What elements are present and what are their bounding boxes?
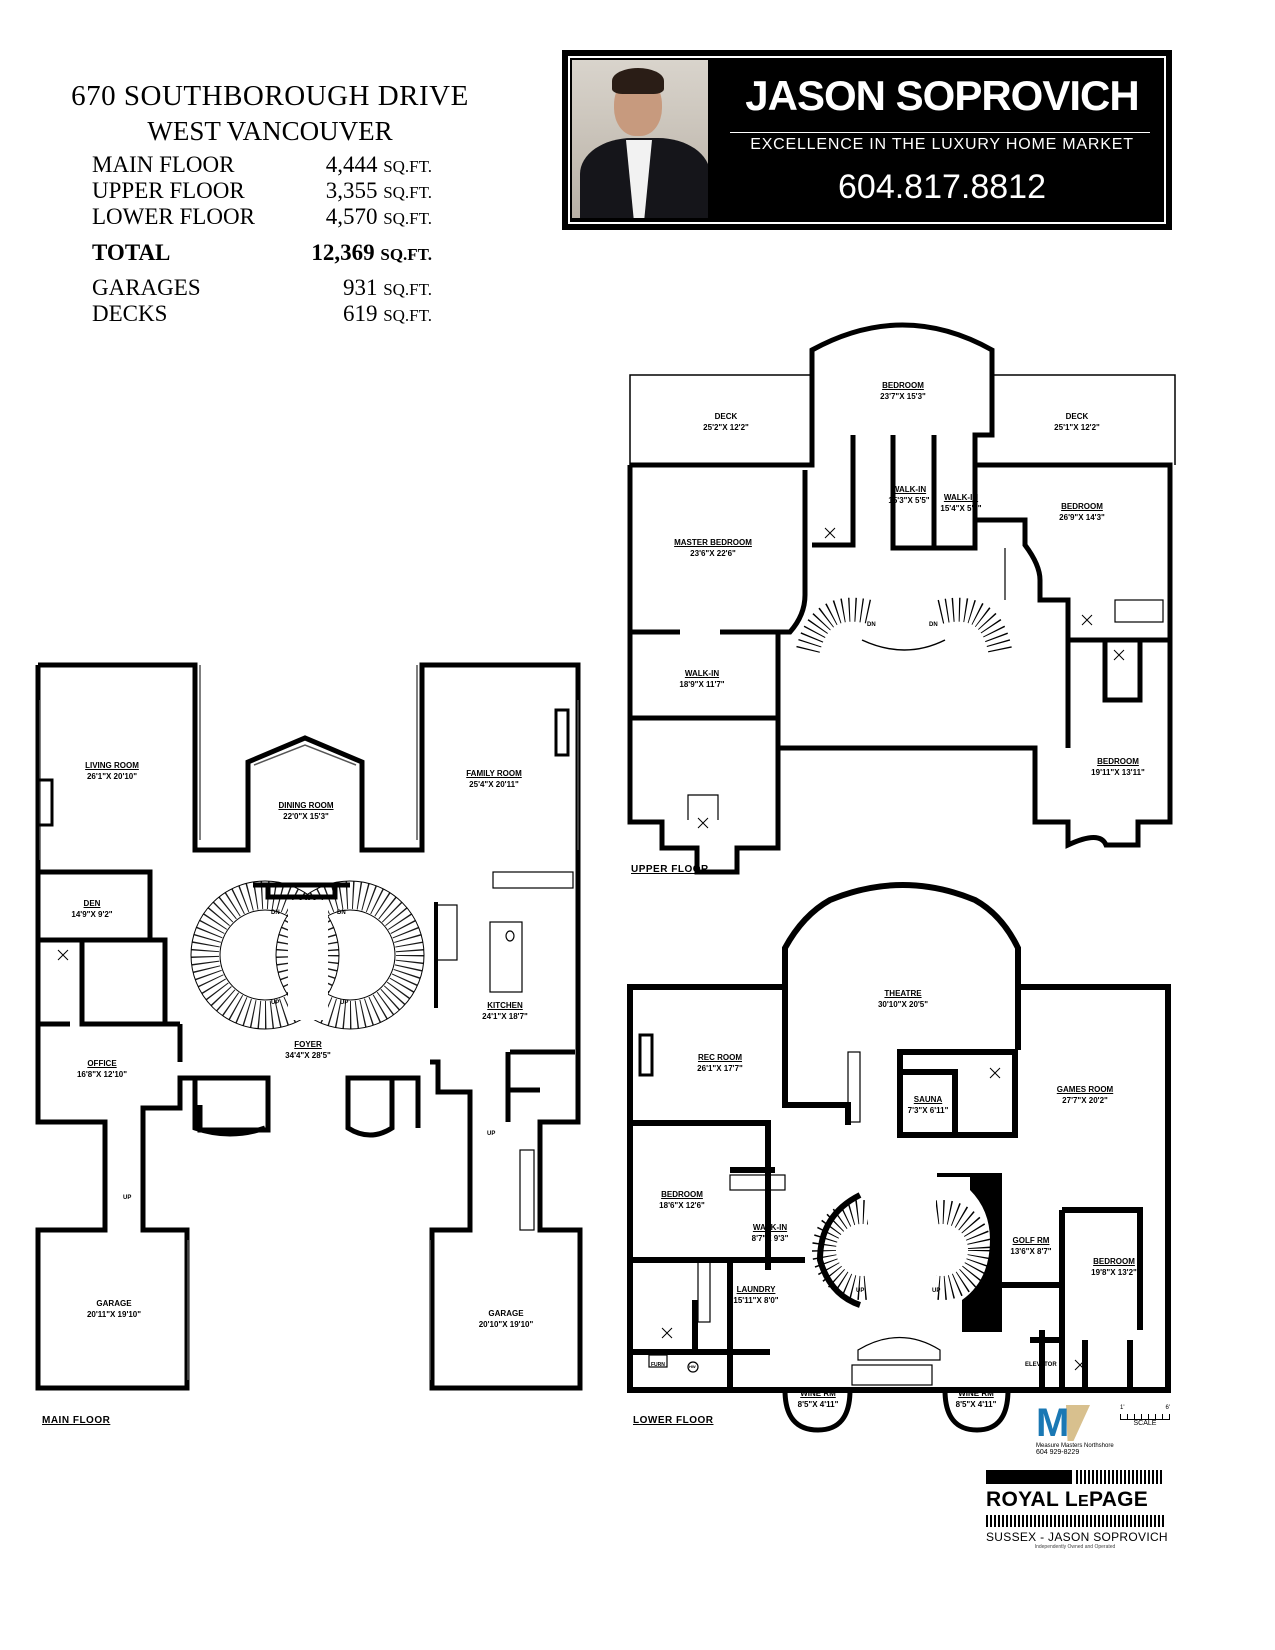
floor-label-upper: UPPER FLOOR [631, 864, 709, 875]
area-unit: SQ.FT. [383, 209, 432, 228]
measurer-phone: 604 929-8229 [1036, 1449, 1080, 1456]
upper-floor-decks [629, 374, 1176, 465]
upper-floor-walls [627, 322, 1173, 875]
area-unit: SQ.FT. [383, 157, 432, 176]
stair-mark: UP [932, 1288, 941, 1294]
property-city: WEST VANCOUVER [147, 116, 393, 146]
scale-ticks [1120, 1411, 1170, 1420]
brokerage-bars-top [986, 1470, 1164, 1484]
stair-mark: UP [123, 1195, 132, 1201]
main-floor-walls [35, 662, 583, 1391]
upper-floor-fixtures [687, 548, 1164, 820]
main-floor-fixtures [36, 708, 574, 1231]
agent-tagline: EXCELLENCE IN THE LUXURY HOME MARKET [750, 136, 1134, 153]
shower-marks [57, 527, 1125, 1371]
area-unit: SQ.FT. [383, 280, 432, 299]
lower-floor-walls [627, 882, 1171, 1393]
area-label: LOWER FLOOR [92, 204, 255, 229]
brokerage-note: Independently Owned and Operated [1034, 1544, 1116, 1550]
stair-mark: UP [856, 1288, 865, 1294]
area-label: UPPER FLOOR [92, 178, 245, 203]
scale-start: 1' [1120, 1405, 1125, 1411]
area-label: DECKS [92, 301, 168, 326]
area-value: 12,369 [311, 240, 375, 265]
floor-label-lower: LOWER FLOOR [633, 1415, 714, 1426]
area-unit: SQ.FT. [383, 183, 432, 202]
furnace-label: FURN [651, 1362, 665, 1368]
brokerage-logo: ROYAL LEPAGE SUSSEX - JASON SOPROVICH In… [986, 1470, 1168, 1550]
stair-mark: UP [487, 1131, 496, 1137]
scale-bar: 1' 6' SCALE [1120, 1405, 1170, 1427]
stair-mark: DN [337, 910, 346, 916]
brokerage-name: ROYAL LEPAGE [986, 1488, 1149, 1511]
floor-label-main: MAIN FLOOR [42, 1415, 111, 1426]
lower-floor-wine-rooms [782, 1389, 1011, 1433]
measurer-name: Measure Masters Northshore [1036, 1443, 1114, 1449]
mm-logo-mark: M [1036, 1403, 1096, 1443]
agent-name: JASON SOPROVICH [745, 72, 1139, 119]
scale-label: SCALE [1133, 1420, 1157, 1427]
agent-photo [572, 60, 708, 218]
agent-phone: 604.817.8812 [838, 168, 1046, 206]
area-label: TOTAL [92, 240, 171, 265]
hot-water-label: HW [689, 1364, 696, 1369]
upper-floor-stairs [796, 597, 1012, 654]
area-unit: SQ.FT. [380, 245, 432, 264]
stair-mark: UP [271, 1000, 280, 1006]
area-value: 4,444 [325, 152, 378, 177]
lower-floor-fixtures [638, 1033, 941, 1386]
divider [730, 132, 1150, 133]
banner-border [568, 56, 1166, 224]
stair-mark: UP [340, 1000, 349, 1006]
measure-masters-logo: M Measure Masters Northshore 604 929-822… [1036, 1403, 1116, 1456]
area-label: MAIN FLOOR [92, 152, 235, 177]
area-value: 3,355 [325, 178, 378, 203]
area-value: 4,570 [325, 204, 378, 229]
agent-banner: JASON SOPROVICH EXCELLENCE IN THE LUXURY… [562, 50, 1172, 230]
scale-end: 6' [1165, 1405, 1170, 1411]
stair-mark: DN [929, 622, 938, 628]
area-value: 931 [342, 275, 378, 300]
brokerage-bars-bottom [986, 1515, 1164, 1527]
area-label: GARAGES [92, 275, 201, 300]
area-value: 619 [342, 301, 378, 326]
stair-mark: DN [867, 622, 876, 628]
property-address: 670 SOUTHBOROUGH DRIVE [71, 80, 469, 112]
area-unit: SQ.FT. [383, 306, 432, 325]
stair-mark: DN [271, 910, 280, 916]
brokerage-office: SUSSEX - JASON SOPROVICH [986, 1530, 1168, 1544]
golf-room-wall-mass [962, 1175, 1000, 1330]
elevator-label: ELEVATOR [1025, 1362, 1057, 1368]
